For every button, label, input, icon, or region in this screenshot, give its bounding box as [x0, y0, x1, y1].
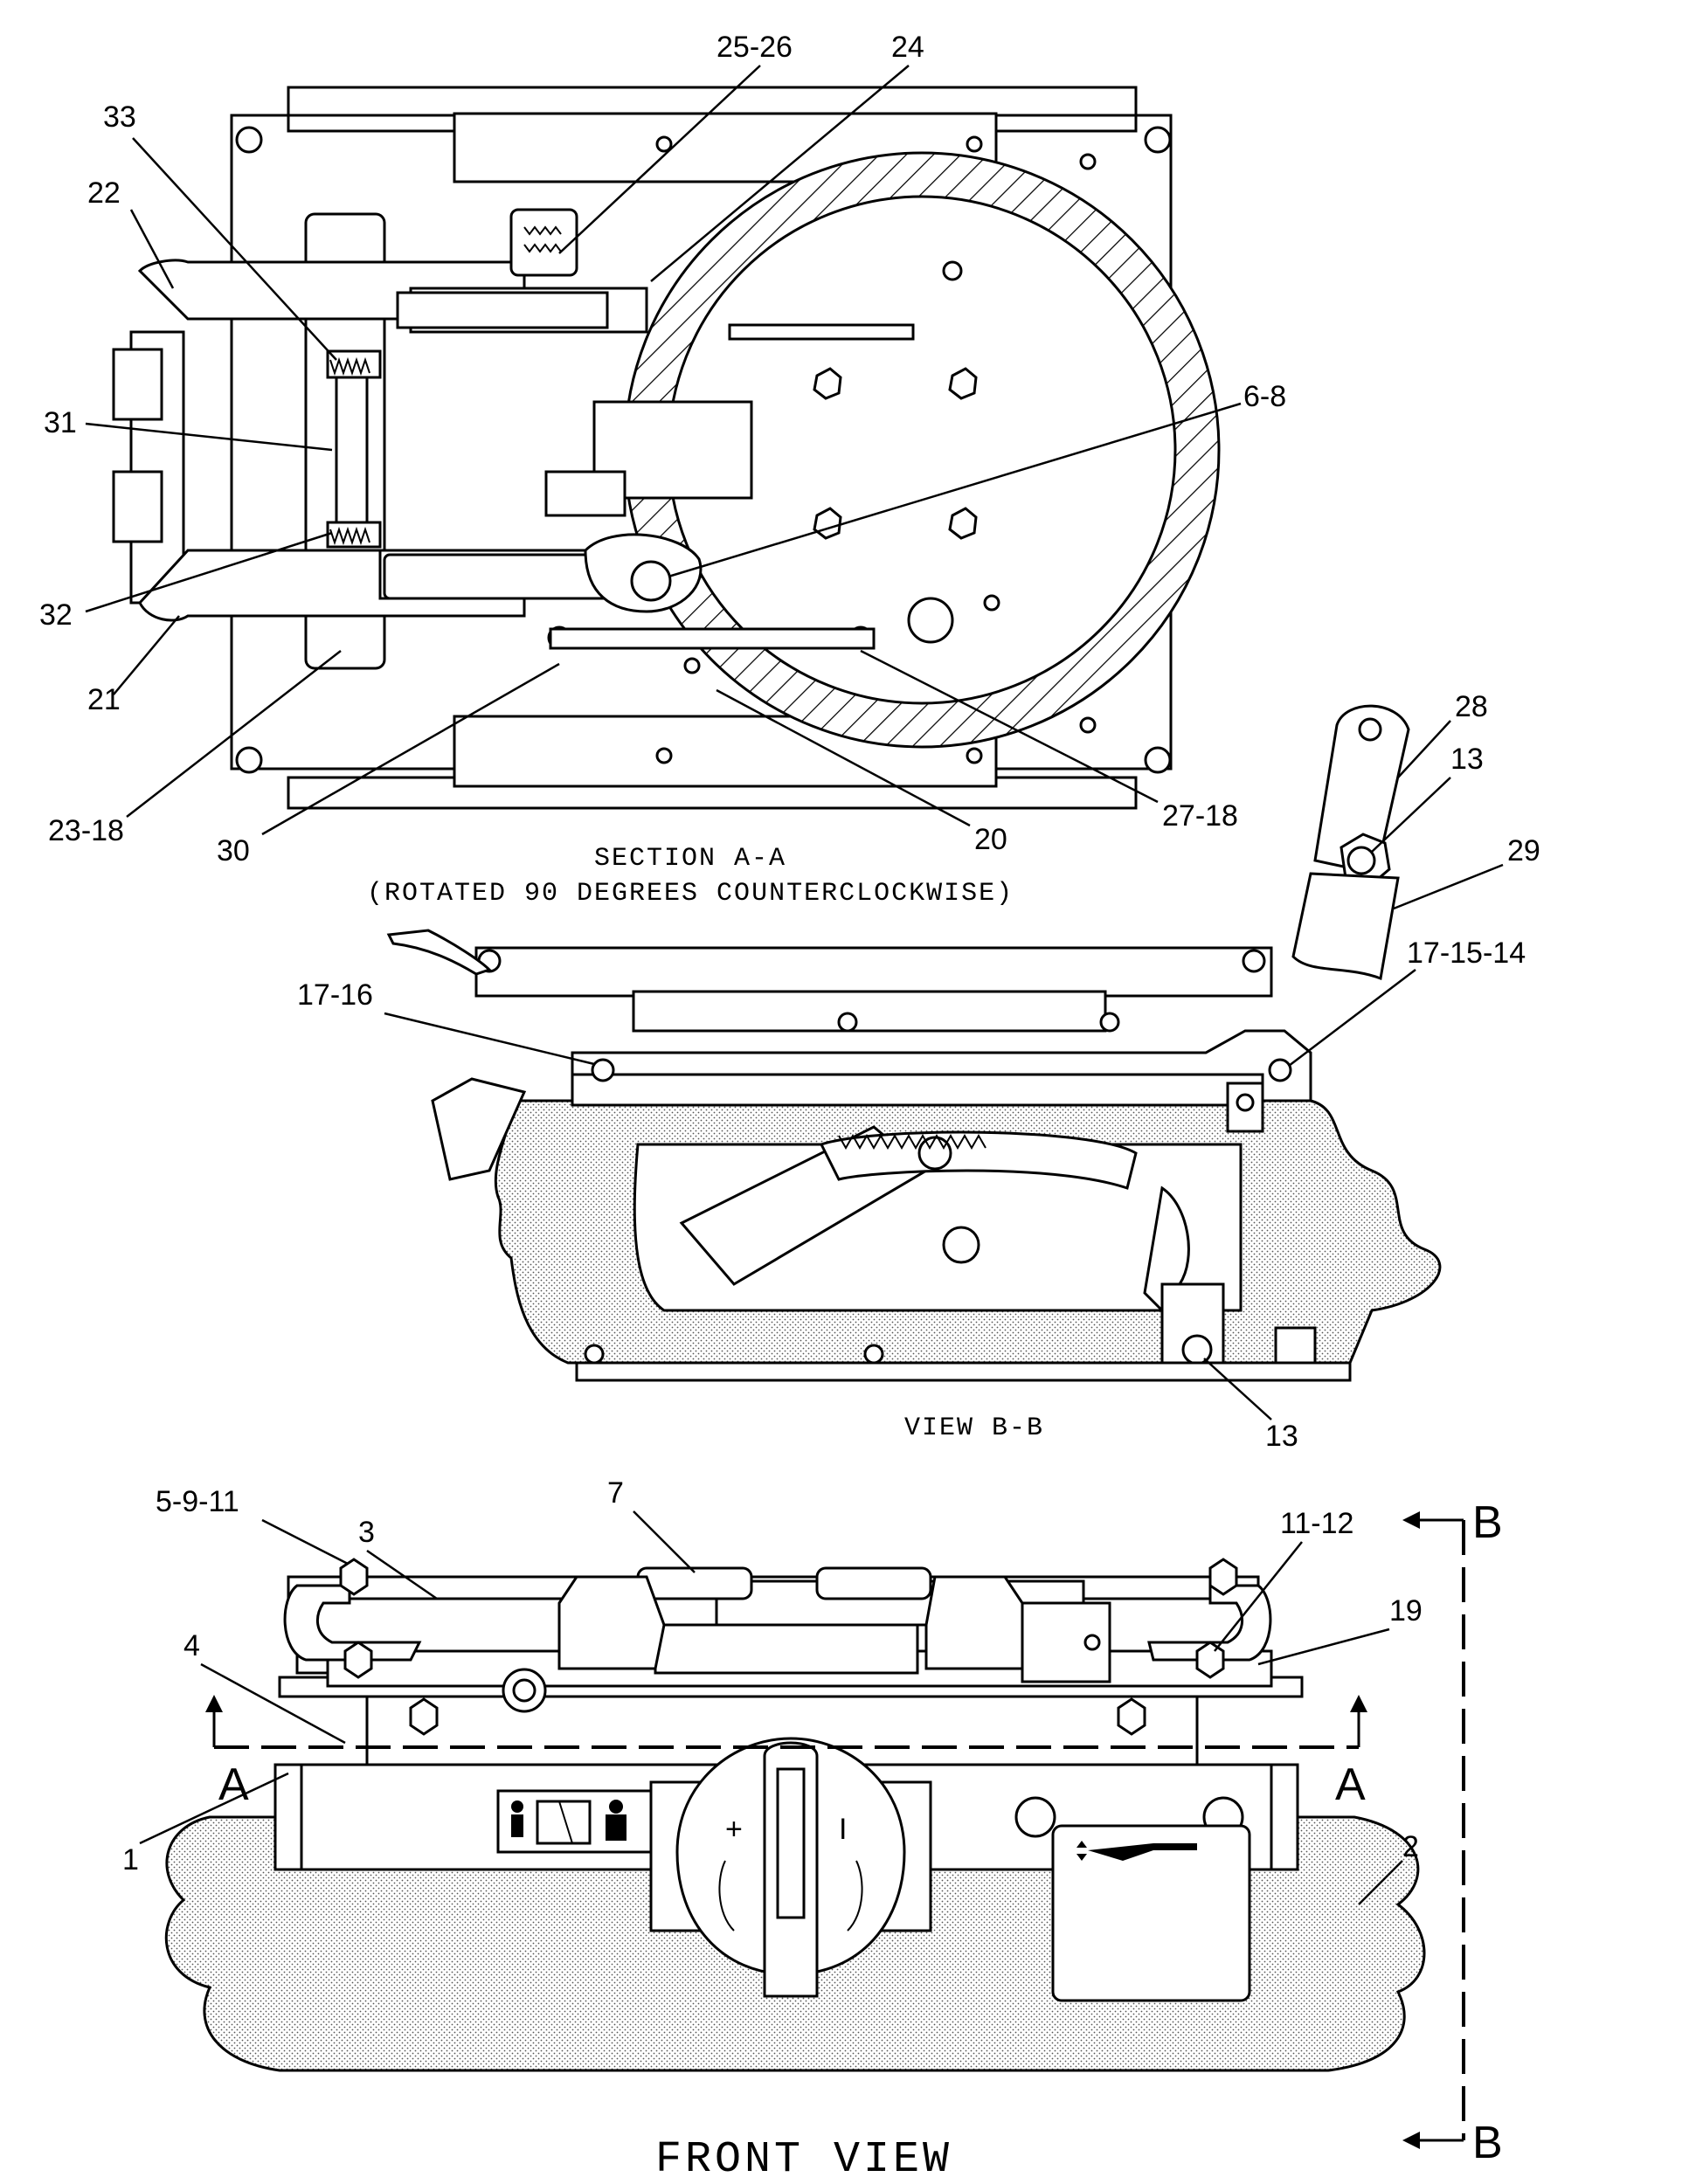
callout-32: 32	[39, 598, 73, 632]
callout-7: 7	[607, 1476, 624, 1510]
callout-29: 29	[1507, 834, 1540, 867]
callout-27-18: 27-18	[1162, 799, 1238, 833]
section-aa-caption: SECTION A-A	[594, 844, 786, 874]
callout-13-bottom: 13	[1265, 1420, 1298, 1453]
callout-28: 28	[1455, 690, 1488, 723]
callout-17-16: 17-16	[297, 978, 373, 1012]
section-markers: A A B B	[218, 1497, 1503, 2168]
bracket-detail: 28 13 29	[1291, 690, 1540, 981]
view-bb-callouts: 17-15-14 17-16 13	[297, 936, 1526, 1453]
section-b-bottom-label: B	[1472, 2118, 1503, 2168]
callout-23-18: 23-18	[48, 814, 124, 847]
weight-decal-icon	[496, 1789, 653, 1854]
corner-bolt-icon	[235, 126, 1172, 774]
view-bb	[386, 929, 1442, 1382]
front-view-callouts: 5-9-11 3 7 11-12 19 4 1 2	[122, 1476, 1423, 1905]
section-a-right-label: A	[1335, 1759, 1366, 1810]
callout-4: 4	[183, 1629, 200, 1662]
view-bb-caption: VIEW B-B	[904, 1413, 1044, 1443]
section-aa-callouts: 25-26 24 33 22 31 6-8 32 21 23-18 30 20 …	[39, 31, 1286, 867]
slide-adjust-icon	[112, 470, 163, 543]
weight-adjust-knob: + I	[649, 1737, 932, 1998]
callout-30: 30	[217, 834, 250, 867]
callout-3: 3	[358, 1516, 375, 1549]
callout-6-8: 6-8	[1243, 380, 1286, 413]
callout-2: 2	[1402, 1830, 1419, 1863]
callout-17-15-14: 17-15-14	[1407, 936, 1526, 970]
callout-19: 19	[1389, 1594, 1423, 1628]
section-a-left-label: A	[218, 1759, 249, 1810]
top-flange	[287, 86, 1138, 133]
callout-22: 22	[87, 176, 121, 210]
section-aa-view	[112, 86, 1221, 810]
callout-13-top: 13	[1450, 743, 1484, 776]
callout-21: 21	[87, 683, 121, 716]
callout-5-9-11: 5-9-11	[156, 1485, 239, 1518]
height-adjust-decal-icon	[1051, 1824, 1251, 2002]
front-view: + I	[164, 1511, 1465, 2149]
callout-11-12: 11-12	[1280, 1507, 1353, 1540]
plus-symbol: +	[725, 1813, 743, 1846]
callout-24: 24	[891, 31, 924, 64]
swivel-ring	[623, 151, 1221, 749]
seat-adjust-icon	[112, 348, 163, 421]
minus-symbol: I	[839, 1813, 847, 1846]
section-aa-caption-rotation: (ROTATED 90 DEGREES COUNTERCLOCKWISE)	[367, 879, 1014, 909]
callout-20: 20	[974, 823, 1007, 856]
section-b-top-label: B	[1472, 1497, 1503, 1548]
callout-1: 1	[122, 1843, 139, 1876]
callout-31: 31	[44, 406, 77, 439]
callout-33: 33	[103, 100, 136, 134]
callout-25-26: 25-26	[716, 31, 793, 64]
front-view-caption: FRONT VIEW	[655, 2135, 952, 2184]
latch-assembly	[112, 208, 876, 674]
